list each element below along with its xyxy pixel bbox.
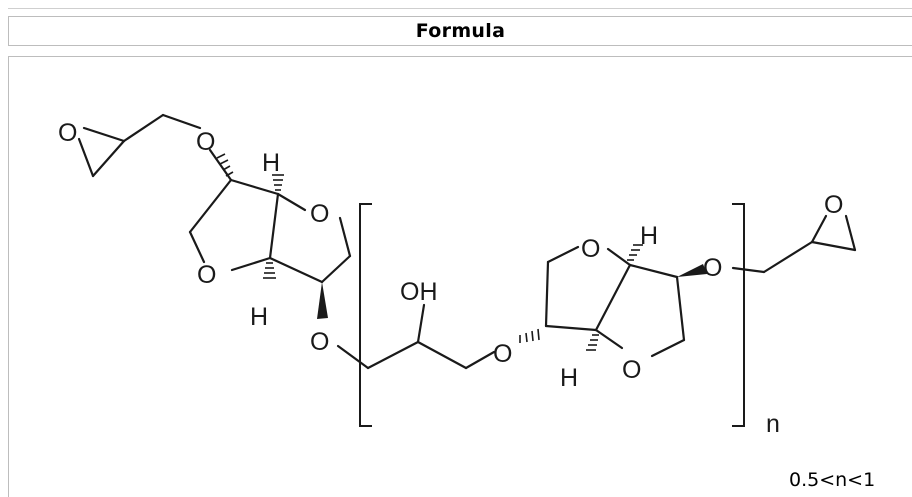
hashed-bond-h-top-right: [627, 244, 643, 261]
atom-o-epoxide-left: O: [58, 119, 77, 147]
table-header-cell: Formula: [8, 16, 912, 46]
bond-ring-a-fusion: [268, 192, 280, 260]
bond-ring-b-ch2-o-top: [546, 245, 580, 264]
wedge-bond-o-bottom-left: [317, 282, 328, 319]
atom-o-ether-right: O: [703, 254, 722, 282]
bond-chain-ch2-choh: [366, 340, 420, 370]
bond-o-right-ch2: [731, 266, 766, 274]
bond-epoxide-left-o-c1: [82, 126, 126, 143]
bond-ring-b-o-bottom-ch2: [650, 338, 686, 358]
bond-ring-a-o-right-ch2: [338, 216, 352, 258]
bond-epoxide-left-c2-o: [77, 137, 95, 178]
bond-ring-b-left-ch2: [544, 260, 550, 328]
repeat-constraint: 0.5<n<1: [789, 469, 876, 491]
formula-cell: [8, 56, 912, 497]
bond-ring-b-fusion: [594, 263, 632, 332]
hashed-bond-h-bottom-right: [586, 334, 599, 351]
bond-ring-b-bottom: [544, 324, 598, 332]
bond-chain-choh-ch2: [416, 340, 468, 370]
atom-h-top-right: H: [640, 222, 658, 250]
bracket-right: [732, 203, 745, 427]
atom-o-ring-b-top: O: [581, 235, 600, 263]
atom-h-top-left: H: [262, 149, 280, 177]
bond-epoxide-right-c1-o: [810, 214, 828, 244]
bond-ring-a-top: [229, 178, 280, 196]
stereo-bonds: [216, 153, 707, 351]
bond-ring-a-o-left-c: [230, 256, 272, 272]
atom-h-bottom-left: H: [250, 303, 268, 331]
bond-ring-b-ch2-c: [675, 275, 686, 342]
bond-ring-b-top: [628, 263, 679, 279]
hashed-bond-o-mid: [519, 328, 540, 343]
repeat-brackets: [359, 203, 745, 427]
bond-ring-a-left-ch2-o: [188, 230, 206, 264]
bond-ring-a-left-top: [188, 178, 233, 234]
repeat-count-n: n: [766, 410, 780, 438]
atom-o-ether-bottom-left: O: [310, 328, 329, 356]
atom-h-bottom-right: H: [560, 364, 578, 392]
atom-o-ether-mid: O: [493, 340, 512, 368]
atom-o-ring-b-bottom: O: [622, 356, 641, 384]
bond-epoxide-left-c1-c2: [91, 139, 126, 178]
atom-oh: OH: [400, 278, 438, 306]
bond-ch2-epoxide-right: [762, 240, 814, 274]
atom-o-ring-a-right: O: [310, 200, 329, 228]
bond-ring-b-o-top-c: [606, 247, 632, 267]
bracket-left: [359, 203, 372, 427]
bond-chain-choh-oh: [416, 303, 426, 344]
bond-ring-a-c-o-right: [276, 192, 307, 212]
bond-ch2-o-top: [161, 113, 202, 130]
table-top-border: [8, 8, 912, 9]
atom-o-epoxide-right: O: [824, 191, 843, 219]
bond-ring-a-bottom: [268, 256, 324, 284]
bond-epoxide-right-c1-c2: [810, 240, 857, 252]
atom-labels: O O H O O H O OH O O H O H O O n: [58, 119, 843, 438]
wedge-bond-o-right: [677, 264, 707, 277]
bond-o-bottom-left-ch2: [336, 344, 370, 370]
bond-ring-b-c-o-bottom: [594, 328, 624, 350]
table-header-title: Formula: [415, 20, 506, 42]
atom-o-ether-top: O: [196, 128, 215, 156]
atom-o-ring-a-left: O: [197, 261, 216, 289]
bond-epoxide-left-c1-ch2: [122, 113, 165, 143]
bond-chain-ch2-o-mid: [464, 350, 496, 370]
bonds: [77, 113, 857, 370]
hashed-bond-h-top-left: [272, 174, 284, 191]
hashed-bond-o-top: [216, 153, 234, 177]
bond-epoxide-right-c2-o: [844, 214, 857, 252]
bond-ring-a-ch2-c: [320, 254, 352, 284]
hashed-bond-h-bottom-left: [263, 262, 276, 279]
